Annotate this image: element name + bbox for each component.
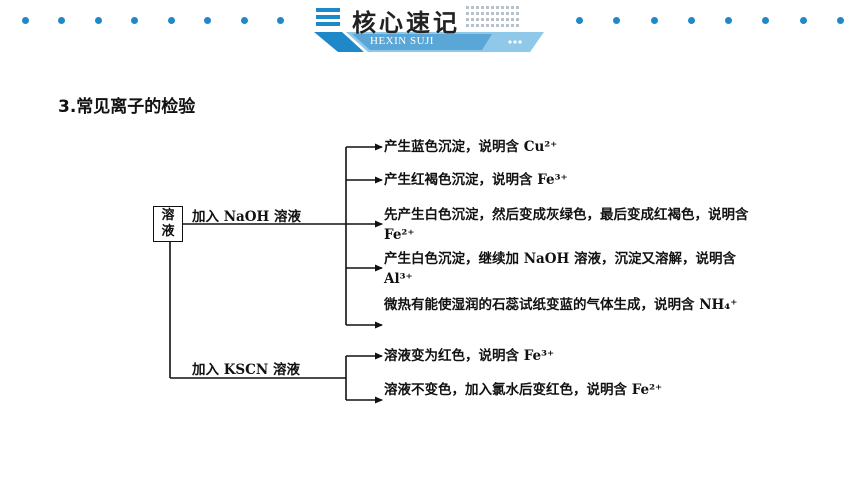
solution-char-2: 液 <box>161 224 175 239</box>
result-fe2-kscn: 溶液不变色，加入氯水后变红色，说明含 Fe²⁺ <box>384 382 663 398</box>
result-cu2: 产生蓝色沉淀，说明含 Cu²⁺ <box>384 139 558 155</box>
result-fe3-naoh: 产生红褐色沉淀，说明含 Fe³⁺ <box>384 172 568 188</box>
section-heading: 3.常见离子的检验 <box>58 97 196 117</box>
header-banner <box>314 6 544 52</box>
result-fe3-kscn: 溶液变为红色，说明含 Fe³⁺ <box>384 348 555 364</box>
result-nh4: 微热有能使湿润的石蕊试纸变蓝的气体生成，说明含 NH₄⁺ <box>384 297 738 313</box>
header-title: 核心速记 <box>352 9 460 37</box>
solution-char-1: 溶 <box>161 208 175 223</box>
header-dots-left <box>22 14 284 26</box>
result-fe2-naoh: 先产生白色沉淀，然后变成灰绿色，最后变成红褐色，说明含 Fe²⁺ <box>384 207 749 243</box>
header-dots-right <box>576 14 844 26</box>
solution-box: 溶 液 <box>153 206 183 242</box>
reagent-kscn-label: 加入 KSCN 溶液 <box>192 362 300 378</box>
header-subtitle: HEXIN SUJI <box>370 35 434 47</box>
reagent-naoh-label: 加入 NaOH 溶液 <box>192 209 302 225</box>
menu-lines-icon <box>316 8 340 26</box>
result-al3: 产生白色沉淀，继续加 NaOH 溶液，沉淀又溶解，说明含 Al³⁺ <box>384 251 737 287</box>
